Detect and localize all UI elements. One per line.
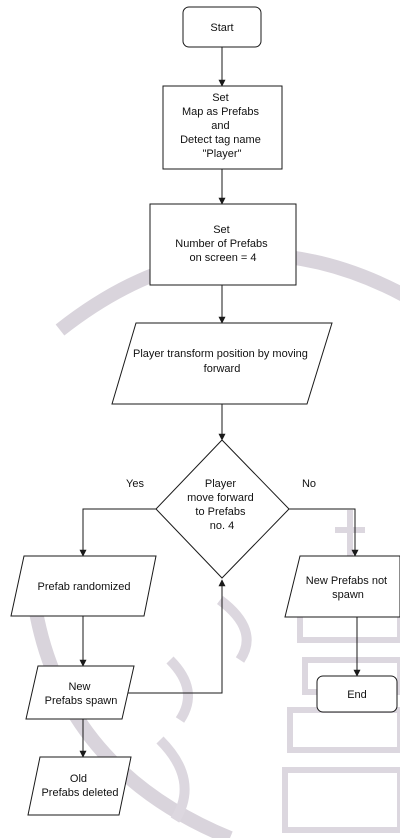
new-prefabs-spawn-io — [25, 665, 135, 720]
old-prefabs-deleted-label: Old Prefabs deleted — [41, 773, 118, 799]
set-map-process — [162, 85, 283, 170]
decision-diamond — [155, 439, 290, 579]
prefab-randomized-label: Prefab randomized — [38, 581, 131, 593]
edge-spawn-loop-to-decision — [122, 579, 226, 694]
old-prefabs-deleted-io — [27, 756, 132, 816]
set-number-process — [149, 203, 297, 286]
new-prefabs-not-spawn-io — [284, 555, 400, 618]
no-label: No — [302, 478, 316, 490]
yes-label: Yes — [126, 478, 144, 490]
set-map-label: Set Map as Prefabs and Detect tag name "… — [180, 92, 264, 160]
new-prefabs-spawn-label: New Prefabs spawn — [45, 681, 118, 707]
start-terminal — [182, 6, 262, 48]
start-label: Start — [210, 22, 233, 34]
end-label: End — [347, 689, 367, 701]
end-terminal — [316, 675, 398, 713]
edge-decision-yes — [79, 508, 156, 557]
prefab-randomized-io — [10, 555, 157, 617]
decision-label: Player move forward to Prefabs no. 4 — [187, 478, 257, 532]
new-prefabs-not-spawn-label: New Prefabs not spawn — [306, 575, 390, 601]
edge-decision-no — [289, 508, 359, 557]
player-transform-io — [111, 322, 333, 405]
player-transform-label: Player transform position by moving forw… — [133, 348, 311, 375]
set-number-label: Set Number of Prefabs on screen = 4 — [175, 224, 270, 264]
